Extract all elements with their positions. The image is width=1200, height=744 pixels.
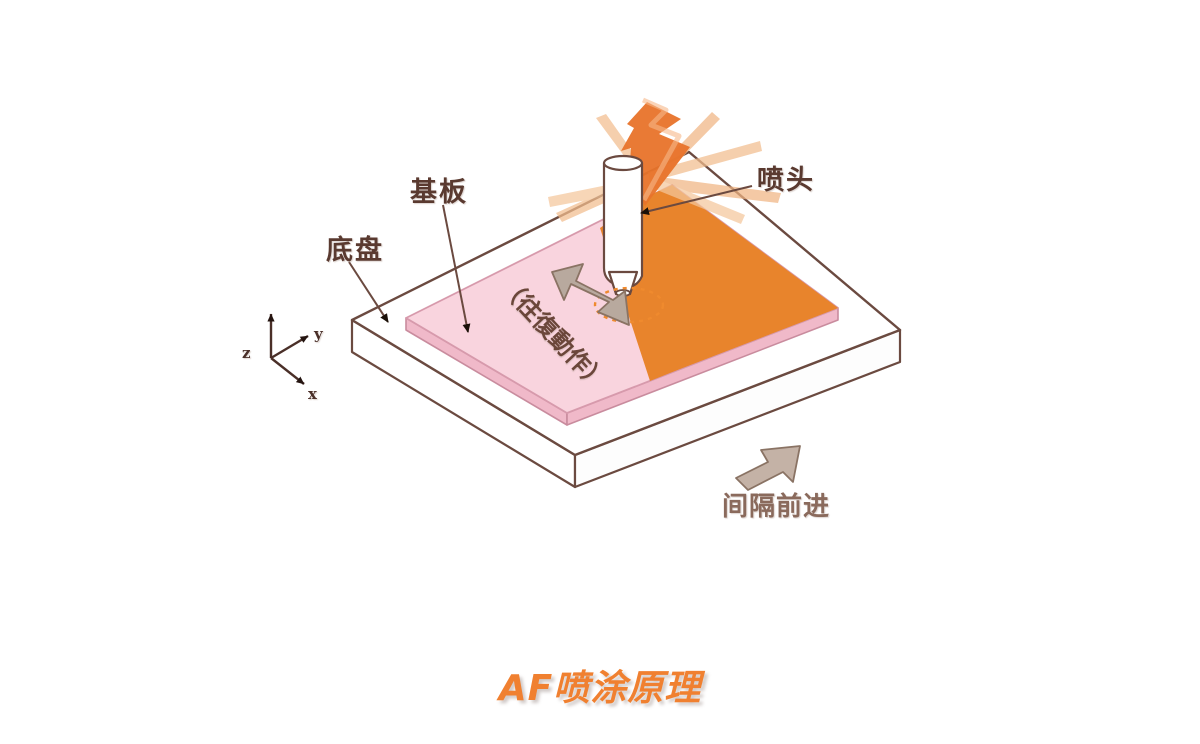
axis-label-z: z [242, 344, 251, 362]
reciprocating-double-arrow [551, 263, 630, 326]
label-nozzle: 喷头 [757, 165, 815, 196]
coordinate-axes [267, 313, 309, 385]
spray-footprint-ellipse [593, 286, 665, 324]
spray-nozzle [602, 154, 644, 297]
advance-arrow [735, 445, 801, 491]
axis-label-y: y [314, 325, 323, 343]
leader-baseplate [348, 261, 389, 323]
axis-y-line [270, 334, 309, 360]
axis-label-x: x [308, 385, 317, 403]
label-baseplate: 底盘 [326, 235, 384, 266]
figure-caption: AF喷涂原理 [498, 668, 702, 709]
leader-substrate [442, 204, 471, 333]
label-interval-advance: 间隔前进 [722, 492, 831, 522]
axis-x-line [270, 357, 305, 385]
substrate-panel [405, 184, 839, 426]
label-substrate: 基板 [410, 177, 468, 208]
leader-lines [348, 185, 753, 333]
leader-nozzle [640, 185, 753, 215]
